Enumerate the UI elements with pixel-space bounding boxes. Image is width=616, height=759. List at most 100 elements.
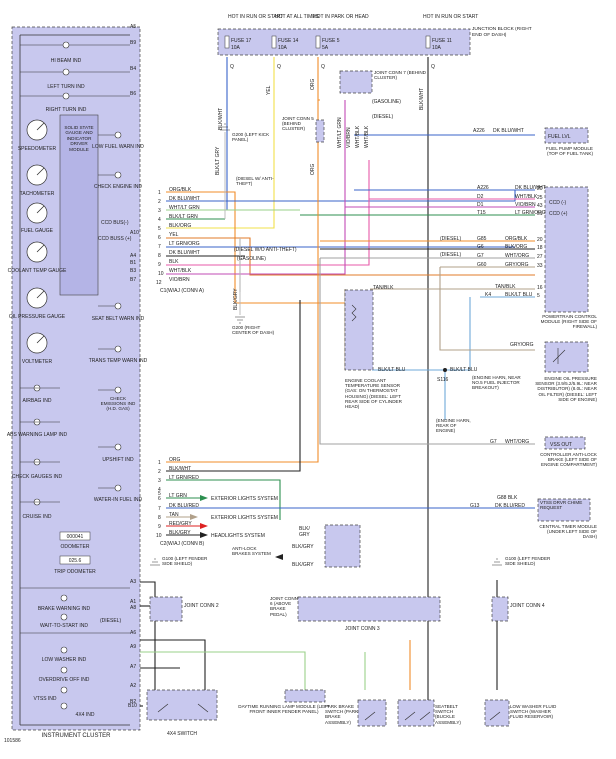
svg-text:BLK/: BLK/ (299, 526, 310, 532)
gauges: SPEEDOMETER TACHOMETER FUEL GAUGE COOLAN… (8, 119, 67, 365)
bottom-lamps: BRAKE WARNING IND WAIT-TO-START IND (DIE… (20, 587, 130, 718)
svg-text:BLK/LT BLU: BLK/LT BLU (450, 367, 478, 373)
svg-text:16: 16 (537, 285, 543, 291)
wire-ltgrn-org (166, 237, 535, 276)
splice-s116: S116 (ENGINE HARN, NEAR NO.5 FUEL INJECT… (436, 368, 521, 433)
svg-text:(GASOLINE): (GASOLINE) (372, 99, 401, 105)
right-lamps: LOW FUEL WARN IND CHECK ENGINE IND SEAT … (89, 131, 148, 503)
lamp-label: LOW FUEL WARN IND (92, 144, 144, 150)
svg-text:VIO/BRN: VIO/BRN (515, 202, 536, 208)
fuse-pin: Q (277, 64, 281, 70)
joint4-box (491, 596, 509, 622)
gauge-label: VOLTMETER (22, 359, 53, 365)
svg-text:1: 1 (158, 460, 161, 466)
svg-text:FUSE 11: FUSE 11 (432, 38, 452, 44)
ccd-plus-label: CCD BUSS (+) (98, 236, 132, 242)
pin-label: B4 (130, 66, 136, 72)
svg-text:TAN/BLK: TAN/BLK (373, 285, 394, 291)
svg-text:D2: D2 (477, 194, 484, 200)
check-gauges-lamp: CHECK GAUGES IND (12, 458, 63, 480)
lamp-label: BRAKE WARNING IND (38, 606, 91, 612)
pin-label: A8 (130, 605, 136, 611)
fuse-icon (425, 35, 431, 49)
wire-4x4 (140, 581, 156, 700)
driver-module-label: SOLID STATE GAUGE AND INDICATOR DRIVER M… (64, 125, 94, 152)
4x4-lamp: 4X4 IND (60, 702, 95, 718)
coolant-gauge: COOLANT TEMP GAUGE (8, 241, 67, 274)
fuse5-header: HOT IN PARK OR HEAD (313, 14, 369, 20)
instrument-cluster-title: INSTRUMENT CLUSTER (42, 733, 112, 739)
lamp-label: TRANS TEMP WARN IND (89, 358, 148, 364)
svg-text:1: 1 (158, 190, 161, 196)
wire-fuse5-top (317, 57, 320, 101)
wait-to-start-lamp: WAIT-TO-START IND (40, 613, 88, 629)
svg-text:ORG/BLK: ORG/BLK (505, 236, 528, 242)
switch-icon (489, 711, 501, 721)
svg-text:WHT/ORG: WHT/ORG (505, 253, 529, 259)
svg-text:4: 4 (158, 217, 161, 223)
ground-g200-center: G200 (RIGHT CENTER OF DASH) BLK/GRY (232, 288, 274, 335)
abs-lamp: ABS WARNING LAMP IND (7, 418, 68, 438)
pin-label: A9 (130, 644, 136, 650)
svg-text:A226: A226 (473, 128, 485, 134)
svg-text:G7: G7 (477, 253, 484, 259)
svg-text:20: 20 (537, 237, 543, 243)
fuse-icon (224, 35, 230, 49)
wire-vss-out (319, 258, 535, 445)
fuse-icon (271, 35, 277, 49)
lamp-label: UPSHIFT IND (102, 457, 134, 463)
fuse14-header: HOT AT ALL TIMES (275, 14, 320, 20)
wire-fuse14 (166, 57, 275, 229)
arrow-icon (200, 523, 208, 529)
svg-text:BLK/ORG: BLK/ORG (505, 244, 527, 250)
voltmeter: VOLTMETER (22, 332, 53, 365)
ground-icon (235, 316, 245, 324)
speedometer: SPEEDOMETER (18, 119, 57, 152)
svg-text:(GASOLINE): (GASOLINE) (237, 256, 266, 262)
cluster-pins: A5 B9 B4 B6 A10 A4 B1 B3 B7 A3 A1 A8 A6 … (128, 24, 139, 709)
gauge-label: SPEEDOMETER (18, 146, 57, 152)
lamp-label: OVERDRIVE OFF IND (39, 677, 90, 683)
wire-4x4-sw (140, 639, 206, 700)
svg-text:27: 27 (537, 254, 543, 260)
check-emissions-lamp: CHECK EMISSIONS IND (H.D. GAS) (98, 386, 135, 411)
svg-text:WHT/BLK: WHT/BLK (169, 268, 192, 274)
lamp-icon (62, 68, 70, 76)
svg-text:A226: A226 (477, 185, 489, 191)
svg-text:2: 2 (158, 199, 161, 205)
lamp-label: RIGHT TURN IND (46, 107, 87, 113)
svg-text:25: 25 (537, 195, 543, 201)
lamp-label: CHECK ENGINE IND (94, 184, 142, 190)
right-turn-lamp: RIGHT TURN IND (20, 92, 130, 113)
lamp-label: LEFT TURN IND (47, 84, 85, 90)
svg-text:S116: S116 (437, 377, 449, 383)
lamp-icon (114, 386, 122, 394)
fuel-gauge: FUEL GAUGE (21, 202, 54, 234)
switch-icon (364, 711, 376, 721)
central-timer-module: VTSS DRVR CHIME REQUEST DK BLU/RED G13 G… (470, 495, 597, 539)
grounds: G200 (LEFT KICK PANEL) BLK/LT GRY G200 (… (150, 123, 550, 566)
seat-belt-lamp: SEAT BELT WARN IND (92, 302, 145, 322)
fuel-pump-module: FUEL LVL DK BLU/WHT A226 FUEL PUMP MODUL… (473, 127, 593, 156)
lamp-icon (114, 131, 122, 139)
lamp-icon (114, 345, 122, 353)
svg-text:D1: D1 (477, 202, 484, 208)
ground-icon (492, 558, 502, 566)
airbag-lamp: AIRBAG IND (20, 384, 60, 404)
gauge-label: COOLANT TEMP GAUGE (8, 268, 67, 274)
svg-text:BLK: BLK (169, 259, 179, 265)
tachometer: TACHOMETER (20, 164, 55, 197)
coolant-sensor: ENGINE COOLANT TEMPERATURE SENSOR (GAS: … (344, 285, 478, 409)
arrow-icon (200, 495, 208, 501)
lamp-label: VTSS IND (33, 696, 56, 702)
svg-text:(DIESEL): (DIESEL) (440, 236, 461, 242)
svg-text:BLK/LT GRN: BLK/LT GRN (169, 214, 198, 220)
svg-text:VSS OUT: VSS OUT (550, 442, 572, 448)
abs-system-connector: BLK/GRY BLK/GRY BLK/GRY ANTI-LOCK BRAKES… (232, 524, 361, 568)
svg-text:5: 5 (537, 293, 540, 299)
svg-text:DK BLU/WHT: DK BLU/WHT (169, 250, 200, 256)
fuse-pin: Q (230, 64, 234, 70)
svg-text:RED/GRY: RED/GRY (169, 521, 192, 527)
